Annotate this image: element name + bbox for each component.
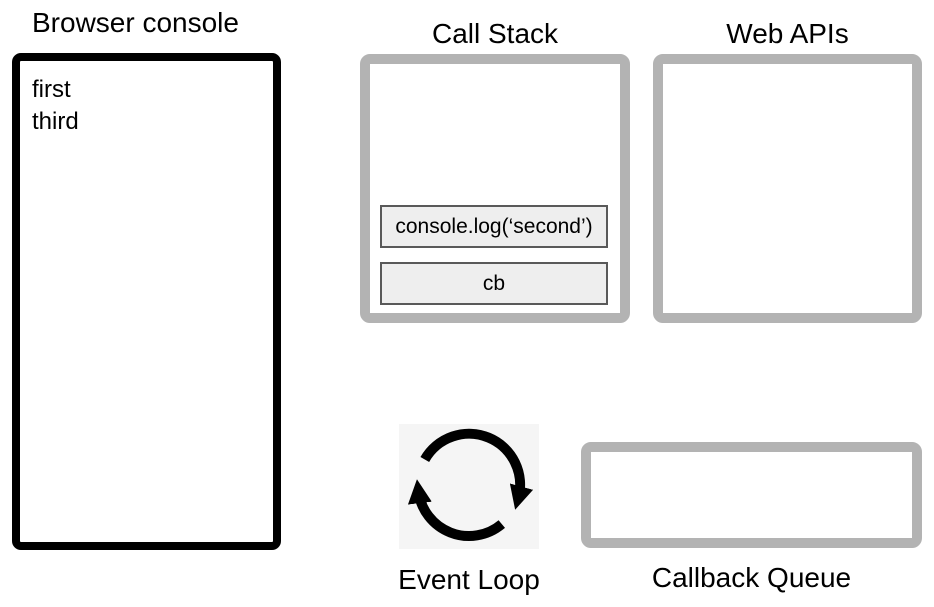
event-loop-title: Event Loop bbox=[398, 564, 540, 595]
callback-queue-panel bbox=[581, 442, 922, 548]
web-apis-title: Web APIs bbox=[726, 18, 849, 49]
console-log-line: third bbox=[32, 108, 79, 135]
console-log-line: first bbox=[32, 76, 71, 103]
clockwise-circular-arrows-icon bbox=[407, 428, 534, 542]
event-loop-icon-background bbox=[399, 424, 539, 549]
stack-frame-cb: cb bbox=[380, 262, 608, 305]
stack-frame-console-log-second: console.log(‘second’) bbox=[380, 205, 608, 248]
web-apis-panel bbox=[653, 54, 922, 323]
browser-console-panel: first third bbox=[12, 53, 281, 550]
callback-queue-title: Callback Queue bbox=[651, 562, 852, 593]
call-stack-title: Call Stack bbox=[431, 18, 559, 49]
browser-console-title: Browser console bbox=[32, 7, 239, 38]
